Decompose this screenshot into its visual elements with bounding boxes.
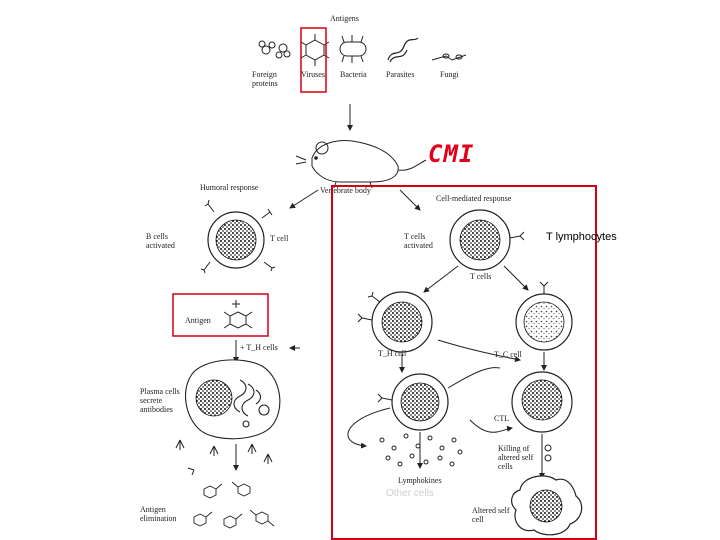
altered-self-cell-label: Altered self cell [472, 506, 510, 524]
t-cell-left-label: T cell [270, 234, 289, 243]
cmi-title: CMI [428, 140, 475, 168]
viruses-label: Viruses [301, 70, 325, 79]
bacteria-icon [339, 35, 367, 63]
mouse-icon [295, 140, 427, 189]
antigen-molecule-icon [223, 300, 253, 329]
humoral-response-label: Humoral response [200, 183, 259, 192]
parasites-label: Parasites [386, 70, 415, 79]
cmi-highlight-frame [331, 185, 597, 540]
t-cells-activated-label: T cells activated [404, 232, 433, 250]
parasite-icon [387, 37, 419, 63]
antigen-highlight-box [172, 293, 269, 337]
antigen-label: Antigen [185, 316, 211, 325]
foreign-proteins-label: Foreign proteins [252, 70, 278, 88]
foreign-protein-icon [258, 40, 291, 59]
lymphokine-particles [379, 433, 463, 467]
plasma-cell [185, 359, 281, 440]
lymphokines-label: Lymphokines [398, 476, 442, 485]
th-cell-label: T_H cell [378, 349, 407, 358]
b-cells-activated-label: B cells activated [146, 232, 175, 250]
tc-cell-label: T_C cell [494, 350, 522, 359]
fungi-label: Fungi [440, 70, 459, 79]
antigen-elimination-label: Antigen elimination [140, 505, 177, 523]
tc-cell [515, 281, 573, 351]
killing-label: Killing of altered self cells [498, 444, 534, 471]
th-cell [357, 291, 433, 353]
plasma-cells-label: Plasma cells secrete antibodies [140, 387, 180, 414]
altered-self-cell [511, 475, 583, 536]
th-cell-secreting [377, 373, 449, 431]
th-cells-plus-label: + T_H cells [240, 343, 278, 352]
virus-icon [300, 34, 330, 66]
cell-mediated-response-label: Cell-mediated response [436, 194, 512, 203]
vertebrate-body-label: Vertebrate body [320, 186, 371, 195]
bacteria-label: Bacteria [340, 70, 367, 79]
antigens-label: Antigens [330, 14, 359, 23]
viruses-highlight-box [300, 27, 327, 93]
antibody-icons [175, 439, 273, 476]
ctl-label: CTL [494, 414, 510, 423]
t-cell-activated [449, 209, 525, 271]
antigen-antibody-complexes-icon [193, 481, 275, 529]
killing-interaction [539, 434, 552, 479]
b-cell [200, 199, 276, 274]
t-lymphocytes-label: T lymphocytes [546, 231, 617, 243]
t-cells-branch-label: T cells [470, 272, 492, 281]
ctl-cell [511, 371, 573, 433]
other-cells-label: Other cells [386, 488, 434, 499]
fungi-icon [431, 53, 467, 61]
